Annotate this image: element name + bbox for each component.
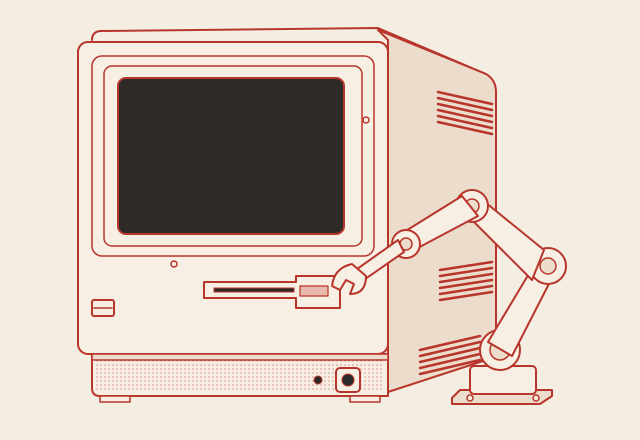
vintage-computer-icon <box>77 27 497 403</box>
upper-vents <box>436 90 494 136</box>
wrench-icon <box>331 239 405 295</box>
robot-arm-icon <box>331 189 567 405</box>
power-light <box>313 375 323 385</box>
lower-vents <box>418 260 494 376</box>
floppy-disk-icon <box>203 275 341 309</box>
